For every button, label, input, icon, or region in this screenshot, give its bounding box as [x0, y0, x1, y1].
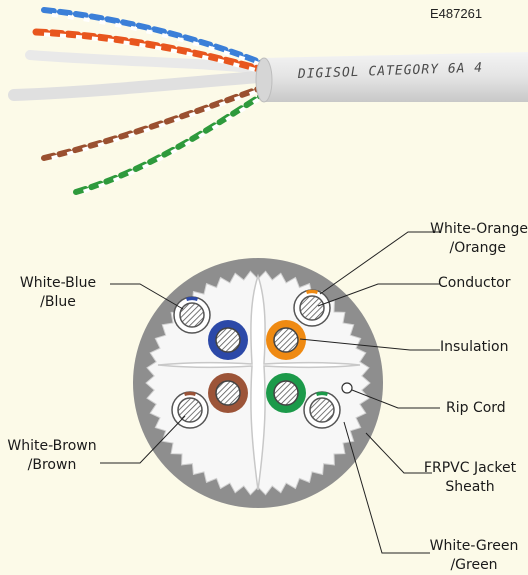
- label-white-green: White-Green /Green: [420, 537, 528, 575]
- label-jacket: FRPVC Jacket Sheath: [414, 459, 526, 497]
- white-blue-conductor: [180, 303, 204, 327]
- label-white-brown-line1: White-Brown: [0, 437, 104, 456]
- label-rip-cord: Rip Cord: [446, 399, 506, 418]
- orange-conductor: [274, 328, 298, 352]
- label-white-brown-line2: /Brown: [0, 456, 104, 475]
- brown-conductor: [216, 381, 240, 405]
- label-jacket-line2: Sheath: [414, 478, 526, 497]
- label-insulation: Insulation: [440, 338, 508, 357]
- label-white-brown: White-Brown /Brown: [0, 437, 104, 475]
- green-conductor: [274, 381, 298, 405]
- blue-conductor: [216, 328, 240, 352]
- label-conductor: Conductor: [438, 274, 510, 293]
- label-white-green-line1: White-Green: [420, 537, 528, 556]
- rip-cord: [342, 383, 352, 393]
- cable-end: [256, 58, 272, 102]
- label-white-blue-line2: /Blue: [6, 293, 110, 312]
- cable-photo: DIGISOL CATEGORY 6A 4: [14, 10, 528, 194]
- label-jacket-line1: FRPVC Jacket: [414, 459, 526, 478]
- label-white-green-line2: /Green: [420, 556, 528, 575]
- white-pair-strand: [14, 76, 272, 95]
- cable-code: E487261: [430, 6, 482, 21]
- label-white-orange-line1: White-Orange: [400, 220, 528, 239]
- white-orange-conductor: [300, 296, 324, 320]
- white-green-conductor: [310, 398, 334, 422]
- label-white-blue: White-Blue /Blue: [6, 274, 110, 312]
- label-white-blue-line1: White-Blue: [6, 274, 110, 293]
- label-white-orange-line2: /Orange: [400, 239, 528, 258]
- white-brown-conductor: [178, 398, 202, 422]
- label-white-orange: White-Orange /Orange: [400, 220, 528, 258]
